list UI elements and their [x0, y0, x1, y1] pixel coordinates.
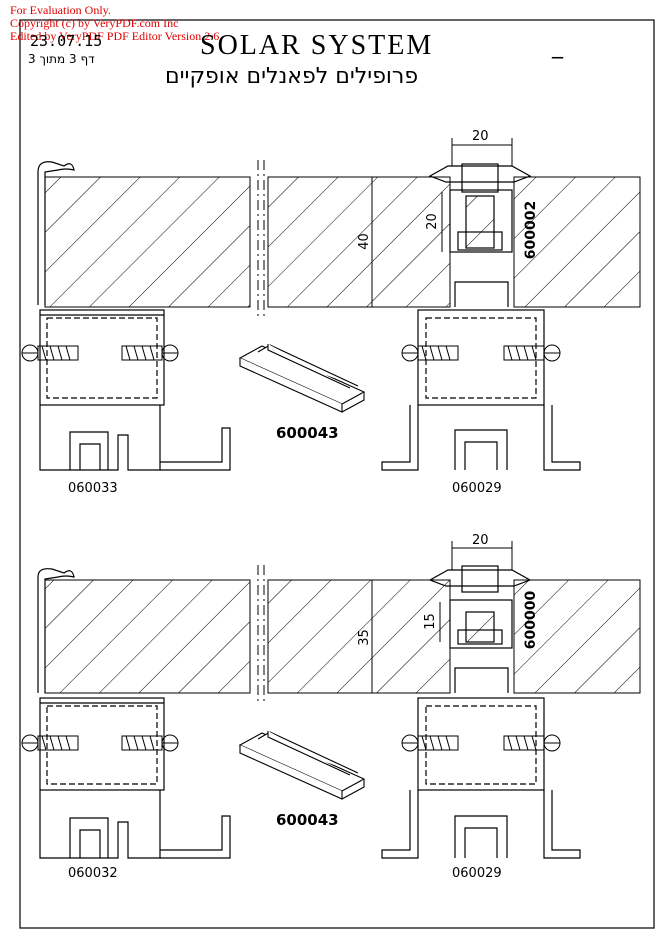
left-profile-code-top: 060033 [68, 481, 118, 496]
dimension-lines-bottom [371, 541, 513, 693]
clamp-top [428, 163, 532, 253]
panel-right-bottom [513, 579, 641, 694]
screw-icon [401, 734, 561, 752]
rail-code-bottom: 600043 [276, 811, 339, 829]
dimension-lines-top [371, 138, 513, 307]
sheet-border [19, 19, 655, 929]
right-profile-top [381, 281, 581, 471]
watermark-line-3: Edited by VeryPDF PDF Editor Version 2.6 [10, 29, 220, 43]
drawing-title: SOLAR SYSTEM [200, 30, 434, 61]
dim-inner-top: 20 [424, 213, 440, 230]
title-dash: _ [552, 34, 563, 59]
dim-height-bottom: 35 [356, 629, 372, 646]
screw-icon [21, 734, 179, 752]
screw-icon [401, 344, 561, 362]
page-number: דף 3 מתוך 3 [28, 52, 95, 66]
rail-isometric-bottom [238, 731, 366, 800]
detail-top [21, 138, 641, 471]
drawing-date: 23.07.15 [30, 32, 103, 50]
panel-left-bottom [44, 579, 251, 694]
clamp-code-top: 600002 [523, 200, 540, 260]
dim-width-bottom: 20 [472, 533, 489, 548]
clamp-code-bottom: 600000 [523, 590, 540, 650]
left-edge-profile-bottom [37, 568, 231, 859]
watermark-line-1: For Evaluation Only. [10, 3, 111, 17]
left-profile-code-bottom: 060032 [68, 866, 118, 881]
dim-width-top: 20 [472, 129, 489, 144]
dim-height-top: 40 [356, 233, 372, 250]
right-profile-code-bottom: 060029 [452, 866, 502, 881]
clamp-bottom [428, 565, 532, 649]
panel-mid-top [267, 176, 451, 308]
watermark-line-2: Copyright (c) by VeryPDF.com Inc [10, 16, 179, 30]
detail-bottom [21, 541, 641, 859]
panel-left-top [44, 176, 251, 308]
drawing-subtitle: פרופילים לפאנלים אופקיים [165, 64, 419, 89]
screw-icon [21, 344, 179, 362]
rail-code-top: 600043 [276, 424, 339, 442]
right-profile-code-top: 060029 [452, 481, 502, 496]
right-profile-bottom [381, 667, 581, 859]
rail-isometric-top [238, 344, 366, 413]
left-edge-profile-top [37, 161, 231, 471]
dim-inner-bottom: 15 [422, 613, 438, 630]
panel-right-top [513, 176, 641, 308]
